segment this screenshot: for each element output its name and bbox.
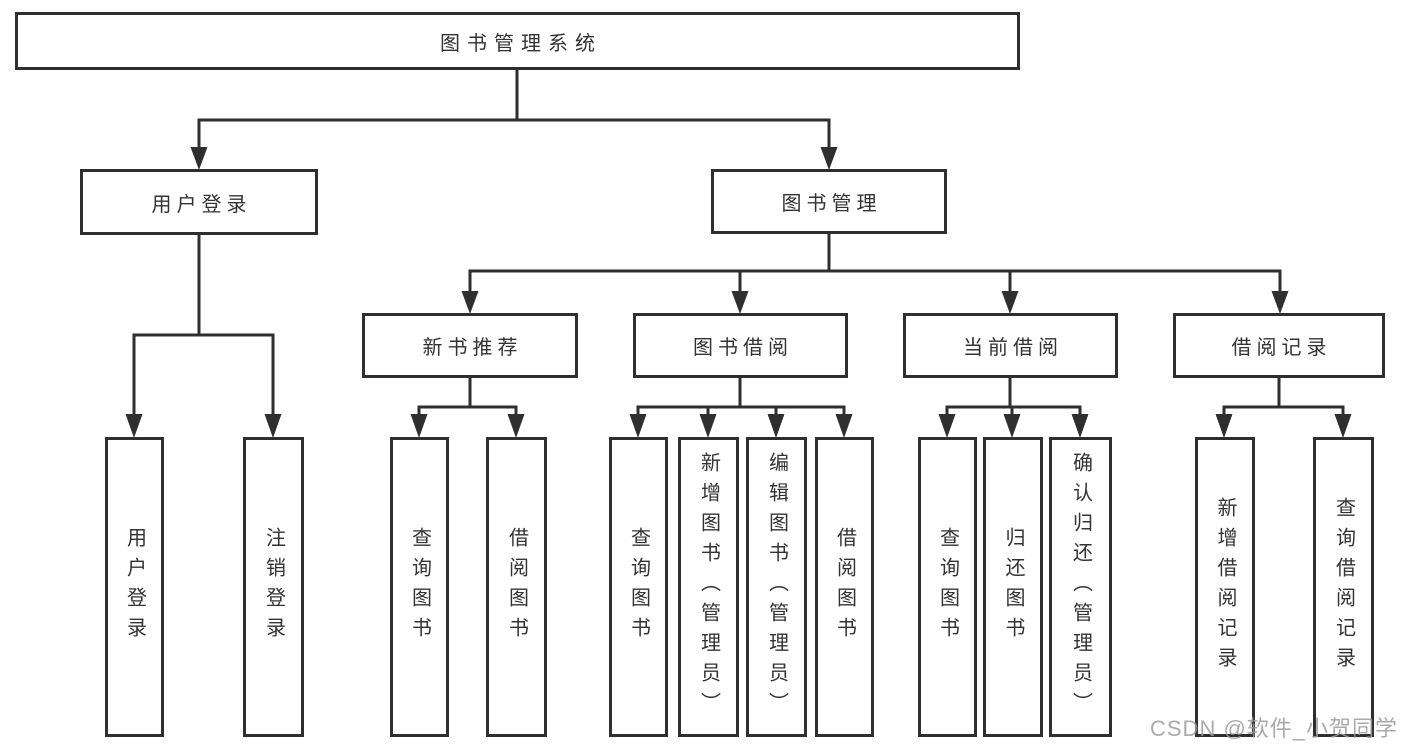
node-book-mgmt: 图书管理 — [711, 169, 947, 234]
leaf-query-book-rec: 查询图书 — [390, 437, 449, 737]
node-user-login-label: 用户登录 — [151, 193, 252, 216]
connector-book-mgmt-children — [461, 231, 1289, 314]
leaf-confirm-return-label: 确认归还（管理员） — [1069, 452, 1092, 722]
node-root-label: 图书管理系统 — [440, 32, 602, 55]
node-current-borrow-label: 当前借阅 — [963, 337, 1063, 359]
leaf-borrow-book-label: 借阅图书 — [833, 527, 856, 647]
connector-current-borrow-children — [938, 375, 1089, 438]
leaf-return-book-label: 归还图书 — [1002, 527, 1024, 647]
leaf-borrow-book-rec-label: 借阅图书 — [505, 527, 528, 647]
leaf-query-borrow-record: 查询借阅记录 — [1313, 437, 1374, 737]
leaf-query-borrow-record-label: 查询借阅记录 — [1332, 497, 1355, 677]
node-new-book-rec: 新书推荐 — [362, 313, 578, 378]
node-user-login: 用户登录 — [80, 169, 318, 235]
watermark: CSDN @软件_小贺同学 — [1150, 716, 1399, 741]
node-book-borrow-label: 图书借阅 — [693, 337, 793, 359]
leaf-add-book-label: 新增图书（管理员） — [697, 452, 720, 722]
leaf-query-book-rec-label: 查询图书 — [408, 527, 431, 647]
connector-book-borrow-children — [629, 375, 853, 438]
connector-user-login-children — [125, 232, 282, 438]
leaf-query-book-borrow-label: 查询图书 — [627, 527, 650, 647]
leaf-edit-book-label: 编辑图书（管理员） — [765, 452, 788, 722]
connector-new-book-rec-children — [410, 375, 525, 438]
leaf-user-login: 用户登录 — [105, 437, 164, 737]
node-current-borrow: 当前借阅 — [903, 313, 1118, 378]
node-borrow-records: 借阅记录 — [1173, 313, 1385, 378]
leaf-add-book: 新增图书（管理员） — [678, 437, 739, 737]
node-book-mgmt-label: 图书管理 — [781, 193, 882, 215]
leaf-confirm-return: 确认归还（管理员） — [1049, 437, 1112, 737]
connector-root-to-level2 — [190, 68, 838, 170]
node-book-borrow: 图书借阅 — [633, 313, 848, 378]
leaf-add-borrow-record: 新增借阅记录 — [1195, 437, 1255, 737]
leaf-return-book: 归还图书 — [983, 437, 1043, 737]
node-borrow-records-label: 借阅记录 — [1231, 337, 1332, 359]
leaf-query-book-borrow: 查询图书 — [609, 437, 668, 737]
leaf-logout-label: 注销登录 — [262, 527, 285, 647]
leaf-add-borrow-record-label: 新增借阅记录 — [1214, 497, 1236, 677]
leaf-edit-book: 编辑图书（管理员） — [746, 437, 807, 737]
node-new-book-rec-label: 新书推荐 — [422, 337, 523, 359]
connector-borrow-records-children — [1215, 375, 1352, 438]
leaf-logout: 注销登录 — [243, 437, 304, 737]
leaf-borrow-book-rec: 借阅图书 — [486, 437, 547, 737]
node-root: 图书管理系统 — [15, 12, 1020, 70]
leaf-borrow-book: 借阅图书 — [815, 437, 874, 737]
leaf-query-book-current-label: 查询图书 — [936, 527, 959, 647]
leaf-user-login-label: 用户登录 — [123, 527, 146, 647]
leaf-query-book-current: 查询图书 — [918, 437, 977, 737]
